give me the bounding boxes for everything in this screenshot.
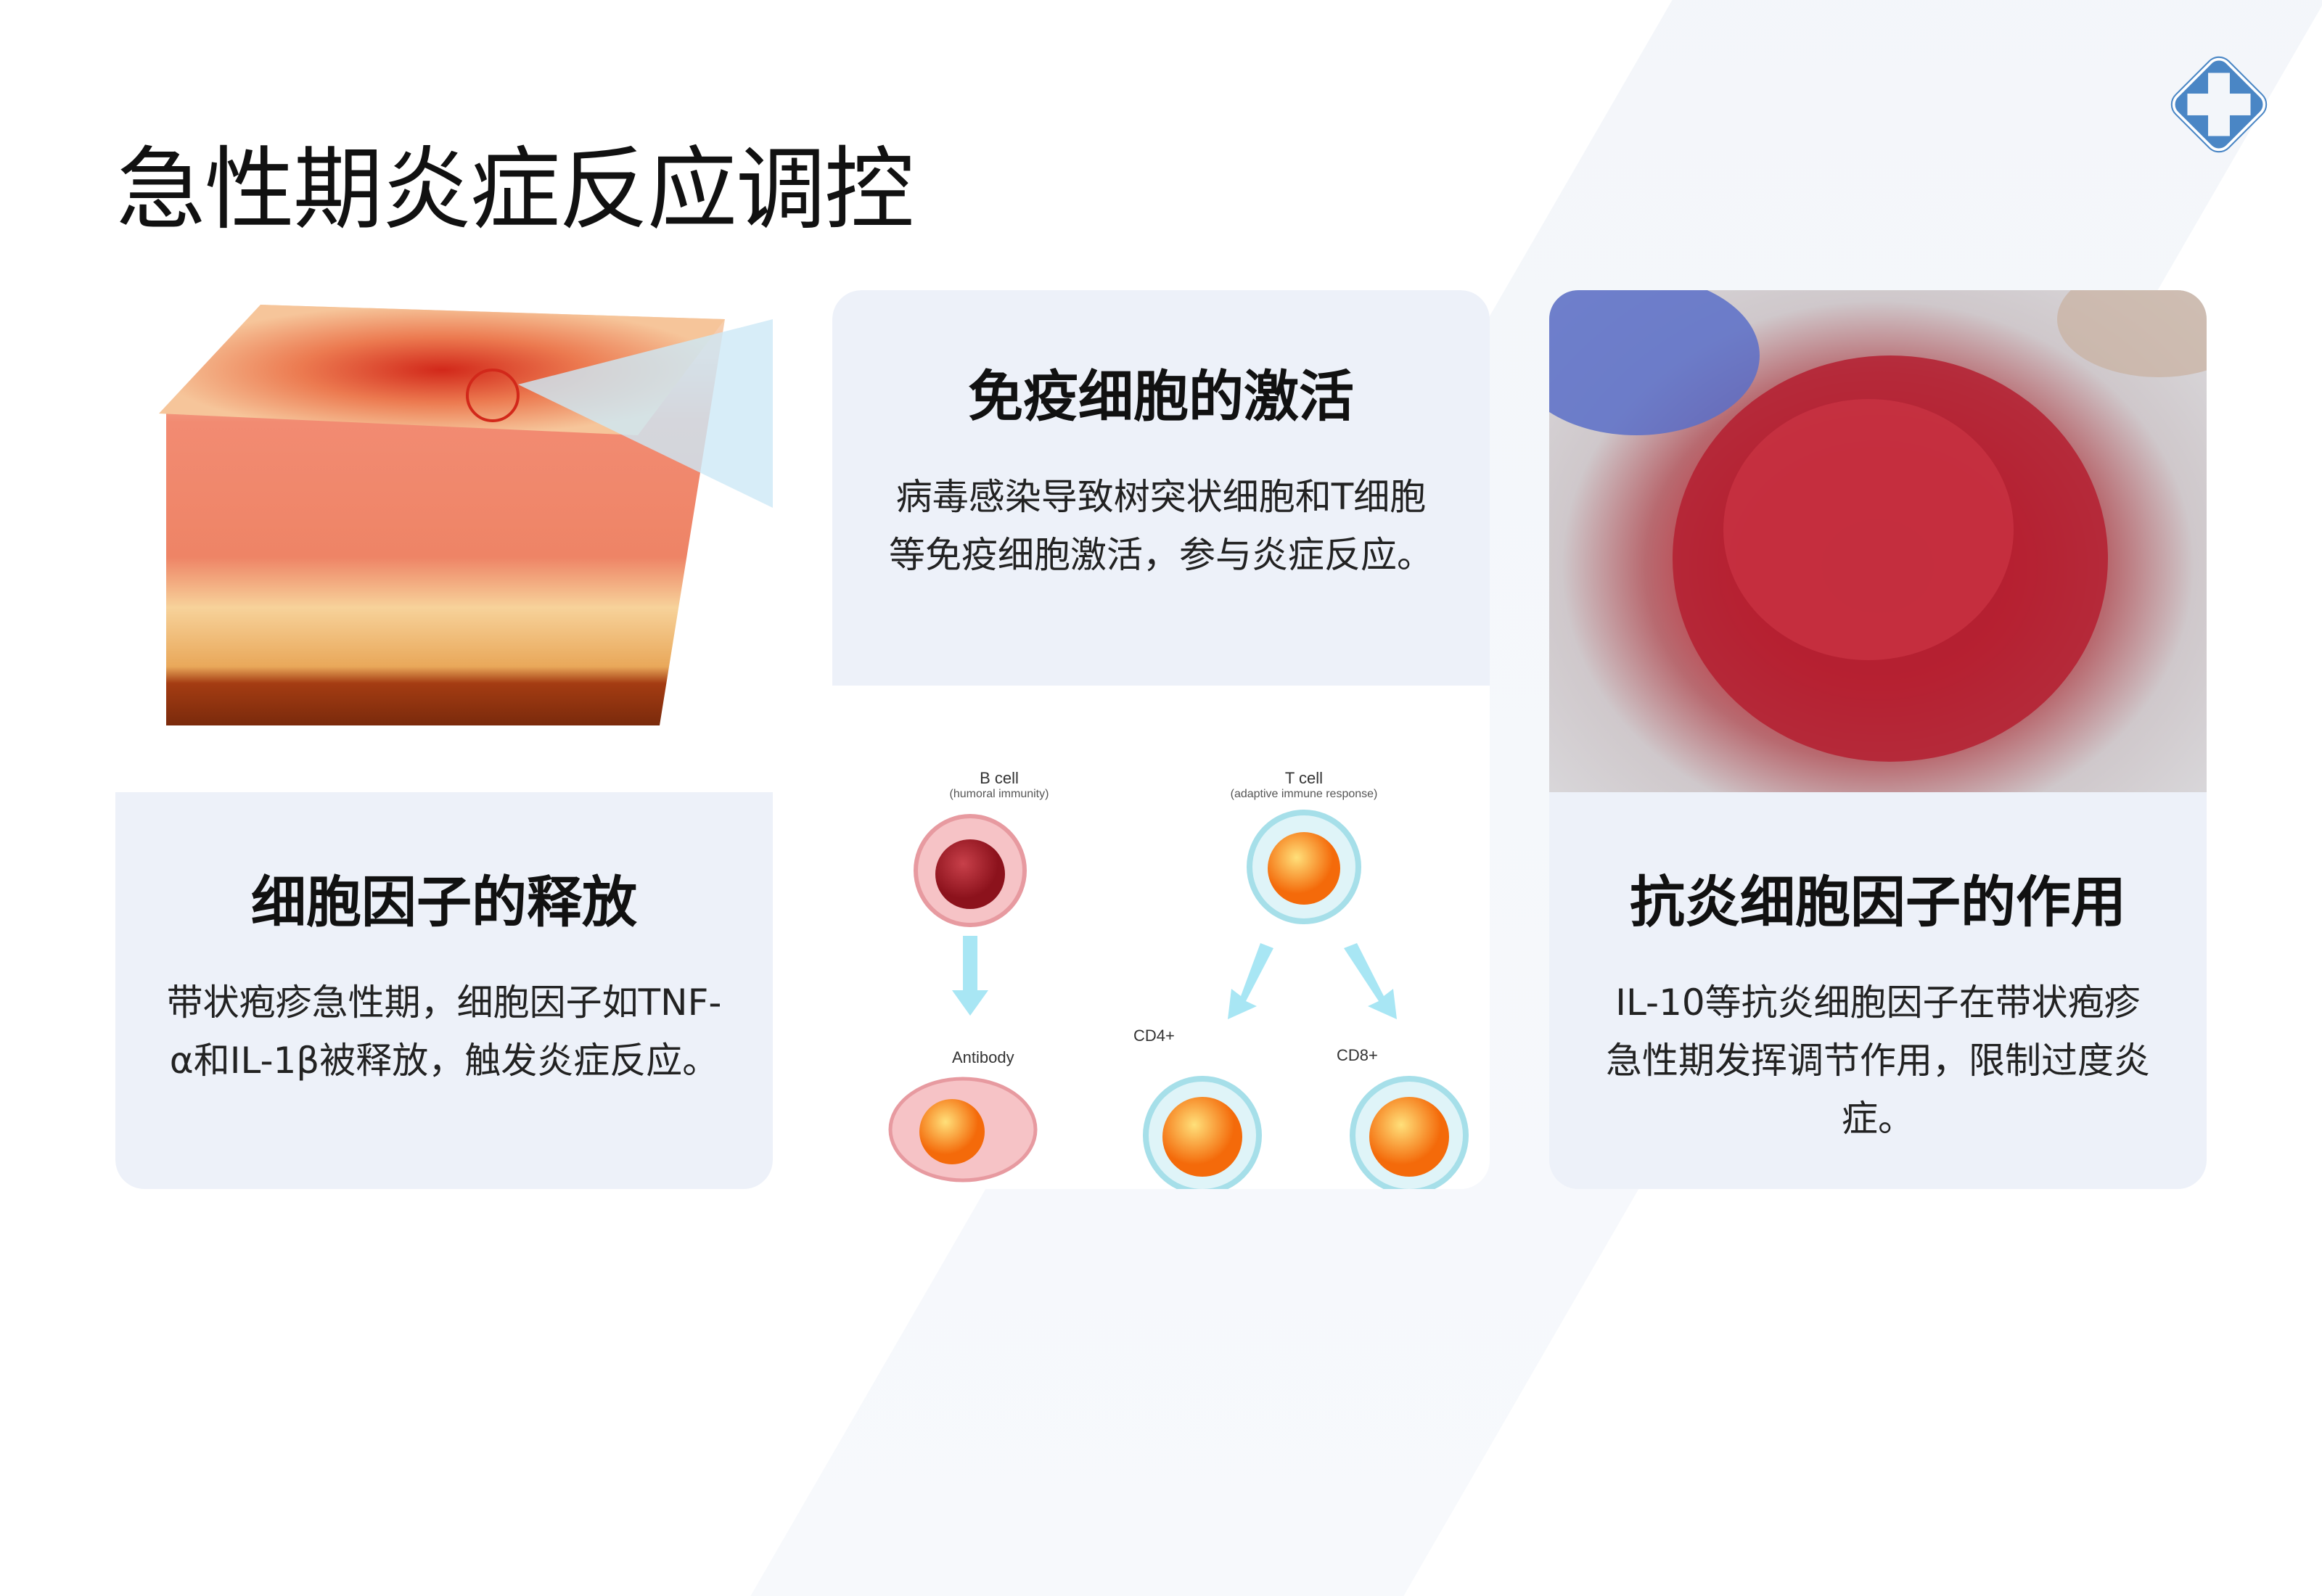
card-body: 病毒感染导致树突状细胞和T细胞等免疫细胞激活，参与炎症反应。 (889, 476, 1433, 576)
card-cytokine-release: 细胞因子的释放 带状疱疹急性期，细胞因子如TNF-α和IL-1β被释放，触发炎症… (115, 290, 773, 1189)
immune-cells-diagram: B cell(humoral immunity) T cell(adaptive… (832, 686, 1490, 1189)
card-text: 免疫细胞的激活 病毒感染导致树突状细胞和T细胞等免疫细胞激活，参与炎症反应。 (832, 290, 1490, 686)
card-body: IL-10等抗炎细胞因子在带状疱疹急性期发挥调节作用，限制过度炎症。 (1606, 982, 2150, 1140)
card-immune-activation: 免疫细胞的激活 病毒感染导致树突状细胞和T细胞等免疫细胞激活，参与炎症反应。 B… (832, 290, 1490, 1189)
page-title: 急性期炎症反应调控 (116, 138, 914, 242)
antibody-label: Antibody (952, 1048, 1014, 1066)
card-heading: 抗炎细胞因子的作用 (1630, 870, 2126, 934)
b-cell-icon (914, 814, 1027, 927)
cd8-cell-icon (1350, 1076, 1469, 1189)
card-heading: 免疫细胞的激活 (968, 364, 1354, 429)
medical-cross-logo-icon (2170, 56, 2268, 153)
plasma-cell-icon (888, 1077, 1038, 1182)
card-text: 细胞因子的释放 带状疱疹急性期，细胞因子如TNF-α和IL-1β被释放，触发炎症… (115, 792, 773, 1189)
cd4-label: CD4+ (1133, 1027, 1175, 1045)
skin-layers-illustration (115, 290, 773, 792)
t-cell-label: T cell(adaptive immune response) (1230, 769, 1378, 800)
cd4-cell-icon (1143, 1076, 1262, 1189)
b-cell-label: B cell(humoral immunity) (949, 769, 1049, 800)
arrow-icons (952, 936, 1397, 1019)
card-body: 带状疱疹急性期，细胞因子如TNF-α和IL-1β被释放，触发炎症反应。 (166, 982, 722, 1082)
card-heading: 细胞因子的释放 (251, 870, 637, 934)
virus-cell-illustration (1549, 290, 2207, 792)
card-anti-inflammatory: 抗炎细胞因子的作用 IL-10等抗炎细胞因子在带状疱疹急性期发挥调节作用，限制过… (1549, 290, 2207, 1189)
cd8-label: CD8+ (1337, 1046, 1378, 1064)
card-text: 抗炎细胞因子的作用 IL-10等抗炎细胞因子在带状疱疹急性期发挥调节作用，限制过… (1549, 792, 2207, 1189)
t-cell-icon (1247, 810, 1361, 924)
